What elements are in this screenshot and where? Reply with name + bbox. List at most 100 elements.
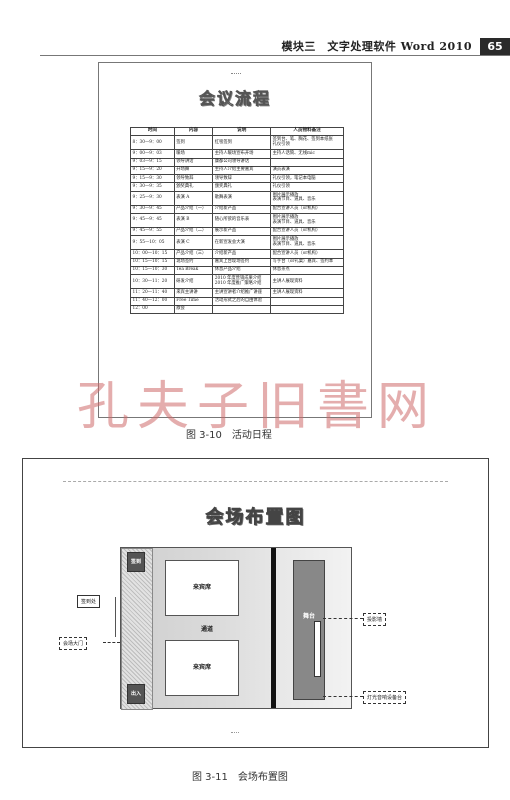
schedule-cell: 暖场 — [173, 149, 214, 159]
figure-caption-3-11: 图 3-11 会场布置图 — [192, 772, 288, 783]
schedule-cell: 签到台、笔、胸花、签到本纸张礼仪引领 — [270, 135, 344, 151]
schedule-cell — [212, 304, 272, 315]
corner-exit: 出入 — [127, 684, 145, 704]
schedule-cell: 表演 B — [173, 213, 214, 229]
figure-caption-3-10: 图 3-10 活动日程 — [186, 430, 272, 441]
schedule-column-header: 说明 — [212, 126, 272, 137]
schedule-cell: 9：30—9：45 — [130, 204, 175, 215]
schedule-cell: 写字台（or礼桌）嘉宾、签约本 — [270, 257, 344, 267]
figure-schedule-title: 会议流程 — [198, 89, 271, 109]
guest-seating-top: 来宾席 — [165, 560, 239, 616]
label-main-door: 会场大门 — [59, 637, 88, 650]
aisle-label: 通道 — [201, 626, 214, 633]
schedule-cell: 配合宣讲人员（or机构） — [270, 204, 344, 215]
stage: 舞台 — [293, 560, 325, 700]
watermark: 孔夫子旧書网 — [76, 377, 437, 437]
schedule-cell: 领导讲话 — [173, 157, 214, 167]
schedule-cell: 主讲人展现资料 — [270, 274, 344, 290]
schedule-cell: 随心所欲的音乐表 — [212, 213, 272, 229]
running-header: 模块三 文字处理软件 Word 2010 65 — [0, 38, 510, 56]
label-checkin-desk: 签到处 — [77, 595, 101, 608]
schedule-cell: 10：30—11：20 — [130, 274, 175, 290]
connector-left — [115, 597, 116, 637]
schedule-cell: 主持人暖场宣布开场 — [212, 149, 272, 159]
schedule-cell: 礼仪引领，笔记本电脑 — [270, 174, 344, 184]
schedule-cell: 休息茶点 — [270, 265, 344, 276]
schedule-cell: 颁奖典礼 — [173, 182, 214, 192]
schedule-cell: 图片展示播放表演节目、道具、音乐 — [270, 190, 344, 206]
schedule-cell: 11：40—12：00 — [130, 296, 175, 306]
schedule-cell: 9：55—10：05 — [130, 235, 175, 251]
schedule-cell — [270, 304, 344, 315]
header-rule — [40, 55, 510, 56]
figure-venue-layout: 会场布置图 签到 出入 来宾席 通道 来宾席 舞台 签到处 会场大门 投影墙 灯… — [22, 458, 489, 748]
figure-layout-title: 会场布置图 — [205, 507, 306, 529]
schedule-cell: 图片展示播放表演节目、道具、音乐 — [270, 235, 344, 251]
schedule-cell: 嘉宾上台现场签约 — [212, 257, 272, 267]
schedule-cell: 9：03—9：15 — [130, 157, 175, 167]
schedule-cell: 红毯签到 — [212, 135, 272, 151]
guest-seating-bottom: 来宾席 — [165, 640, 239, 696]
checkin-zone — [121, 548, 153, 710]
connector-lighting — [323, 696, 363, 697]
schedule-cell: 歌舞表演 — [212, 190, 272, 206]
schedule-cell: 颁奖典礼 — [212, 182, 272, 192]
schedule-cell: 产品介绍（一） — [173, 204, 214, 215]
label-projection-wall: 投影墙 — [363, 613, 387, 626]
schedule-table-header: 时间内容说明人员物料备注 — [130, 126, 344, 137]
schedule-column-header: 内容 — [173, 126, 214, 137]
schedule-cell: 展示新产品 — [212, 227, 272, 237]
schedule-cell: 9：25—9：30 — [130, 190, 175, 206]
schedule-cell: 10：15—10：30 — [130, 265, 175, 276]
schedule-column-header: 人员物料备注 — [270, 126, 344, 137]
connector-projection — [323, 618, 363, 619]
figure-top-mark — [231, 73, 241, 74]
schedule-cell: 在新宣发会大演 — [212, 235, 272, 251]
schedule-cell: 9：15—9：30 — [130, 174, 175, 184]
schedule-cell: 10：15—10：15 — [130, 257, 175, 267]
schedule-cell: 主讲宣讲者介绍推广讲座 — [212, 288, 272, 298]
schedule-cell: 领导致辞 — [173, 174, 214, 184]
running-header-title: 模块三 文字处理软件 Word 2010 — [281, 40, 472, 53]
schedule-cell: 表演 A — [173, 190, 214, 206]
schedule-cell — [270, 157, 344, 167]
schedule-cell — [270, 296, 344, 306]
schedule-cell: 9：15—9：20 — [130, 165, 175, 176]
schedule-cell: 活动形式之后的自由体验 — [212, 296, 272, 306]
schedule-cell: 主持人话筒、无线mic — [270, 149, 344, 159]
schedule-cell: 11：20—11：40 — [130, 288, 175, 298]
schedule-cell: 演员表演 — [270, 165, 344, 176]
divider-wall — [271, 548, 276, 708]
schedule-cell: 8：30—9：00 — [130, 135, 175, 151]
schedule-cell: 来宾主讲讲 — [173, 288, 214, 298]
schedule-cell: 现场签约 — [173, 257, 214, 267]
projection-screen — [314, 621, 321, 677]
venue-floor-plan: 签到 出入 来宾席 通道 来宾席 舞台 — [120, 547, 352, 710]
schedule-cell: 研发介绍 — [173, 274, 214, 290]
connector-main-door — [103, 642, 120, 643]
schedule-cell: 礼仪引领 — [270, 182, 344, 192]
schedule-cell: 图片展示播放表演节目、道具、音乐 — [270, 213, 344, 229]
schedule-cell: 9：45—9：45 — [130, 213, 175, 229]
schedule-cell: 9：00—9：03 — [130, 149, 175, 159]
page-number: 65 — [480, 38, 510, 55]
